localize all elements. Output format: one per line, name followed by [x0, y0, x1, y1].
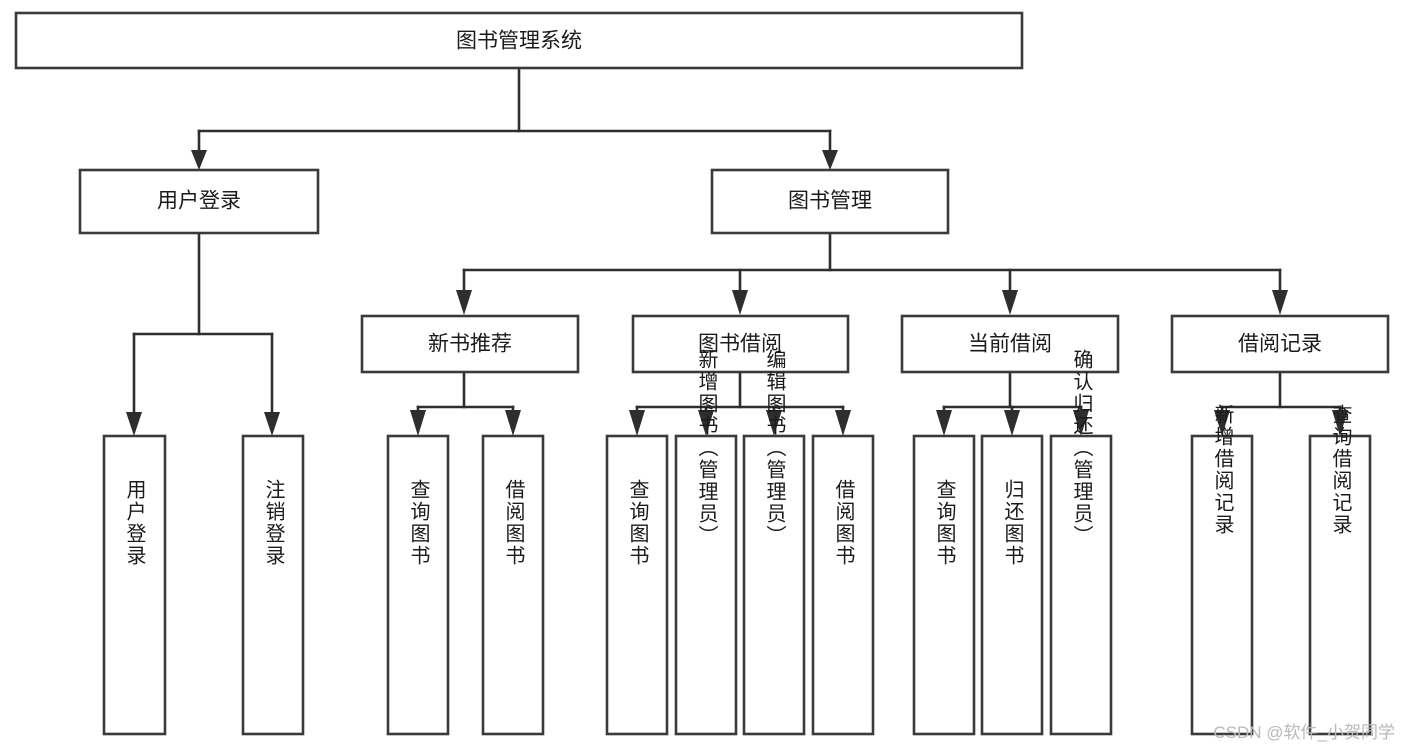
- node-leaf-query-book-2-box[interactable]: [605, 434, 669, 736]
- node-current-borrow-box[interactable]: [900, 314, 1120, 374]
- node-book-borrow[interactable]: 图书借阅: [631, 314, 850, 374]
- node-leaf-query-book-3-box[interactable]: [912, 434, 976, 736]
- arrow-head-leaf-edit-book: [766, 410, 782, 436]
- node-leaf-borrow-book-2-box[interactable]: [811, 434, 875, 736]
- node-book-manage[interactable]: 图书管理: [710, 168, 950, 235]
- node-leaf-borrow-book-1-label: 借阅图书: [502, 479, 525, 567]
- node-book-manage-label: 图书管理: [788, 190, 872, 213]
- node-leaf-add-record[interactable]: 新增借阅记录: [1190, 404, 1254, 736]
- connector-layer: [126, 66, 1348, 436]
- node-borrow-record-label: 借阅记录: [1238, 333, 1322, 356]
- node-leaf-query-book-1-box[interactable]: [386, 434, 450, 736]
- node-leaf-confirm-return-box[interactable]: [1049, 434, 1113, 736]
- node-leaf-query-book-3[interactable]: 查询图书: [912, 434, 976, 736]
- arrow-head-leaf-add-book: [698, 410, 714, 436]
- node-leaf-logout[interactable]: 注销登录: [241, 434, 305, 736]
- node-leaf-user-login[interactable]: 用户登录: [102, 434, 167, 736]
- node-leaf-borrow-book-1[interactable]: 借阅图书: [481, 434, 545, 736]
- node-current-borrow-label: 当前借阅: [968, 333, 1052, 356]
- node-book-manage-box[interactable]: [710, 168, 950, 235]
- node-leaf-query-book-1-label: 查询图书: [407, 479, 430, 567]
- node-user-login-box[interactable]: [78, 168, 320, 235]
- node-leaf-edit-book-box[interactable]: [742, 434, 806, 736]
- node-leaf-user-login-box[interactable]: [102, 434, 167, 736]
- node-leaf-query-book-2[interactable]: 查询图书: [605, 434, 669, 736]
- node-current-borrow[interactable]: 当前借阅: [900, 314, 1120, 374]
- arrow-head-leaf-return-book: [1004, 410, 1020, 436]
- node-leaf-query-book-2-label: 查询图书: [626, 479, 649, 567]
- node-new-book-rec-label: 新书推荐: [428, 333, 512, 356]
- arrow-head-book-manage: [822, 150, 838, 170]
- arrow-head-user-login: [191, 150, 207, 170]
- node-root-box[interactable]: [14, 11, 1024, 70]
- node-leaf-edit-book[interactable]: 编辑图书（管理员）: [742, 349, 806, 736]
- node-borrow-record-box[interactable]: [1170, 314, 1390, 374]
- node-leaf-add-book-box[interactable]: [674, 434, 738, 736]
- arrow-head-leaf-logout: [264, 412, 280, 436]
- node-leaf-logout-label: 注销登录: [262, 479, 285, 567]
- node-leaf-confirm-return-label: 确认归还（管理员）: [1070, 349, 1093, 547]
- arrow-head-leaf-add-record: [1214, 410, 1230, 436]
- node-root-label: 图书管理系统: [456, 30, 582, 53]
- arrow-head-current-borrow: [1002, 290, 1018, 315]
- node-leaf-add-record-label: 新增借阅记录: [1211, 404, 1234, 536]
- node-leaf-add-record-box[interactable]: [1190, 434, 1254, 736]
- node-leaf-logout-box[interactable]: [241, 434, 305, 736]
- node-leaf-query-record-label: 查询借阅记录: [1329, 404, 1352, 536]
- csdn-watermark: CSDN @软件_小贺同学: [1213, 723, 1395, 742]
- arrow-head-leaf-query-book-2: [629, 410, 645, 436]
- node-leaf-query-book-1[interactable]: 查询图书: [386, 434, 450, 736]
- arrow-head-leaf-confirm-return: [1073, 410, 1089, 436]
- node-new-book-rec[interactable]: 新书推荐: [360, 314, 580, 374]
- node-user-login-label: 用户登录: [157, 190, 241, 213]
- arrow-head-leaf-query-record: [1332, 410, 1348, 436]
- node-leaf-confirm-return[interactable]: 确认归还（管理员）: [1049, 349, 1113, 736]
- node-borrow-record[interactable]: 借阅记录: [1170, 314, 1390, 374]
- node-leaf-edit-book-label: 编辑图书（管理员）: [763, 349, 786, 547]
- node-leaf-add-book-label: 新增图书（管理员）: [695, 349, 718, 547]
- node-leaf-return-book-label: 归还图书: [1001, 479, 1024, 567]
- arrow-head-book-borrow: [732, 290, 748, 315]
- arrow-head-leaf-user-login: [126, 412, 142, 436]
- arrow-head-leaf-query-book-3: [936, 410, 952, 436]
- arrow-head-borrow-record: [1272, 290, 1288, 315]
- node-leaf-query-book-3-label: 查询图书: [933, 479, 956, 567]
- node-leaf-borrow-book-2-label: 借阅图书: [832, 479, 855, 567]
- node-leaf-return-book-box[interactable]: [980, 434, 1044, 736]
- node-book-borrow-box[interactable]: [631, 314, 850, 374]
- node-book-borrow-label: 图书借阅: [698, 333, 782, 356]
- node-leaf-return-book[interactable]: 归还图书: [980, 434, 1044, 736]
- node-user-login[interactable]: 用户登录: [78, 168, 320, 235]
- node-leaf-query-record[interactable]: 查询借阅记录: [1308, 404, 1372, 736]
- node-new-book-rec-box[interactable]: [360, 314, 580, 374]
- node-leaf-borrow-book-2[interactable]: 借阅图书: [811, 434, 875, 736]
- node-leaf-user-login-label: 用户登录: [123, 479, 146, 567]
- arrow-head-new-book-rec: [456, 290, 472, 315]
- node-root[interactable]: 图书管理系统: [14, 11, 1024, 70]
- node-leaf-add-book[interactable]: 新增图书（管理员）: [674, 349, 738, 736]
- node-leaf-borrow-book-1-box[interactable]: [481, 434, 545, 736]
- node-leaf-query-record-box[interactable]: [1308, 434, 1372, 736]
- arrow-head-leaf-borrow-book-1: [505, 410, 521, 436]
- arrow-head-leaf-borrow-book-2: [835, 410, 851, 436]
- arrow-head-leaf-query-book-1: [410, 410, 426, 436]
